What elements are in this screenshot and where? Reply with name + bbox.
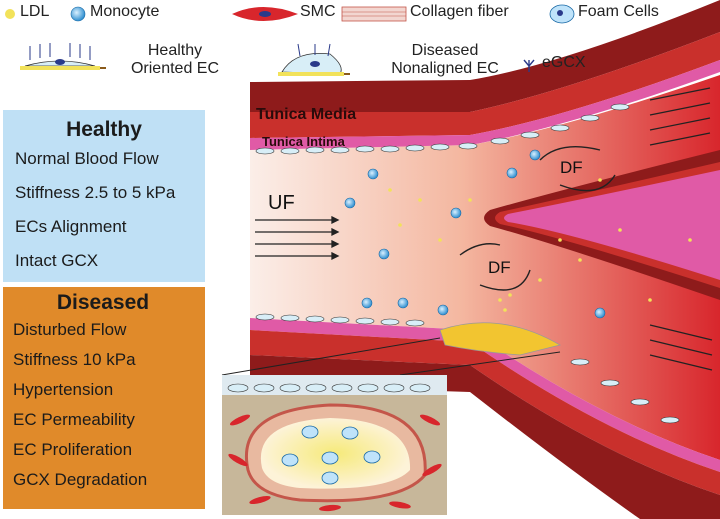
- lumen: [250, 75, 720, 460]
- diseased-item: Disturbed Flow: [13, 320, 127, 339]
- monocytes: [344, 149, 606, 319]
- legend-foam-cells: Foam Cells: [578, 3, 659, 20]
- legend-ldl: LDL: [20, 3, 50, 20]
- uf-arrows: [255, 215, 340, 261]
- legend-diseased-ec: Diseased Nonaligned EC: [391, 42, 499, 77]
- healthy-item: ECs Alignment: [15, 217, 127, 236]
- tunica-media-label: Tunica Media: [256, 106, 357, 123]
- diseased-item: EC Permeability: [13, 410, 135, 429]
- uf-label: UF: [268, 192, 295, 214]
- monocyte-icon: [70, 6, 86, 22]
- df-swirl-lower: [459, 243, 531, 291]
- lower-adventitia: [250, 355, 720, 519]
- legend-collagen: Collagen fiber: [410, 3, 509, 20]
- diseased-item: GCX Degradation: [13, 470, 148, 489]
- diseased-title: Diseased: [56, 291, 150, 314]
- upper-intima: [250, 60, 720, 150]
- diseased-ec-icon: [278, 43, 350, 76]
- legend-egcx: eGCX: [542, 54, 586, 71]
- upper-endothelium: [255, 103, 630, 155]
- healthy-item: Intact GCX: [15, 251, 99, 270]
- diseased-item: Stiffness 10 kPa: [13, 350, 136, 369]
- upper-media: [250, 32, 720, 138]
- upper-branch-arrows: [649, 87, 711, 146]
- ldl-icon: [5, 9, 15, 19]
- legend-monocyte: Monocyte: [90, 3, 160, 20]
- legend-healthy-ec: Healthy Oriented EC: [130, 42, 220, 77]
- df-label-upper: DF: [560, 158, 583, 177]
- lower-branch-arrows: [649, 324, 713, 371]
- legend-smc: SMC: [300, 3, 336, 20]
- healthy-title: Healthy: [66, 118, 142, 141]
- diseased-item: Hypertension: [13, 380, 114, 399]
- plaque: [439, 322, 562, 356]
- collagen-icon: [341, 6, 407, 22]
- upper-adventitia: [250, 0, 720, 112]
- healthy-ec-icon: [20, 43, 106, 70]
- egcx-icon: [523, 59, 535, 72]
- healthy-item: Stiffness 2.5 to 5 kPa: [15, 183, 176, 202]
- ldl-particles: [388, 178, 692, 312]
- healthy-item: Normal Blood Flow: [15, 149, 159, 168]
- diseased-item: EC Proliferation: [13, 440, 133, 459]
- lower-endothelium: [255, 313, 680, 424]
- tunica-intima-label: Tunica Intima: [262, 134, 345, 149]
- diseased-panel: Diseased Disturbed Flow Stiffness 10 kPa…: [3, 287, 205, 509]
- df-label-lower: DF: [488, 258, 511, 277]
- df-swirl-upper: [539, 145, 616, 192]
- healthy-panel: Healthy Normal Blood Flow Stiffness 2.5 …: [3, 110, 205, 282]
- plaque-inset: [222, 375, 447, 515]
